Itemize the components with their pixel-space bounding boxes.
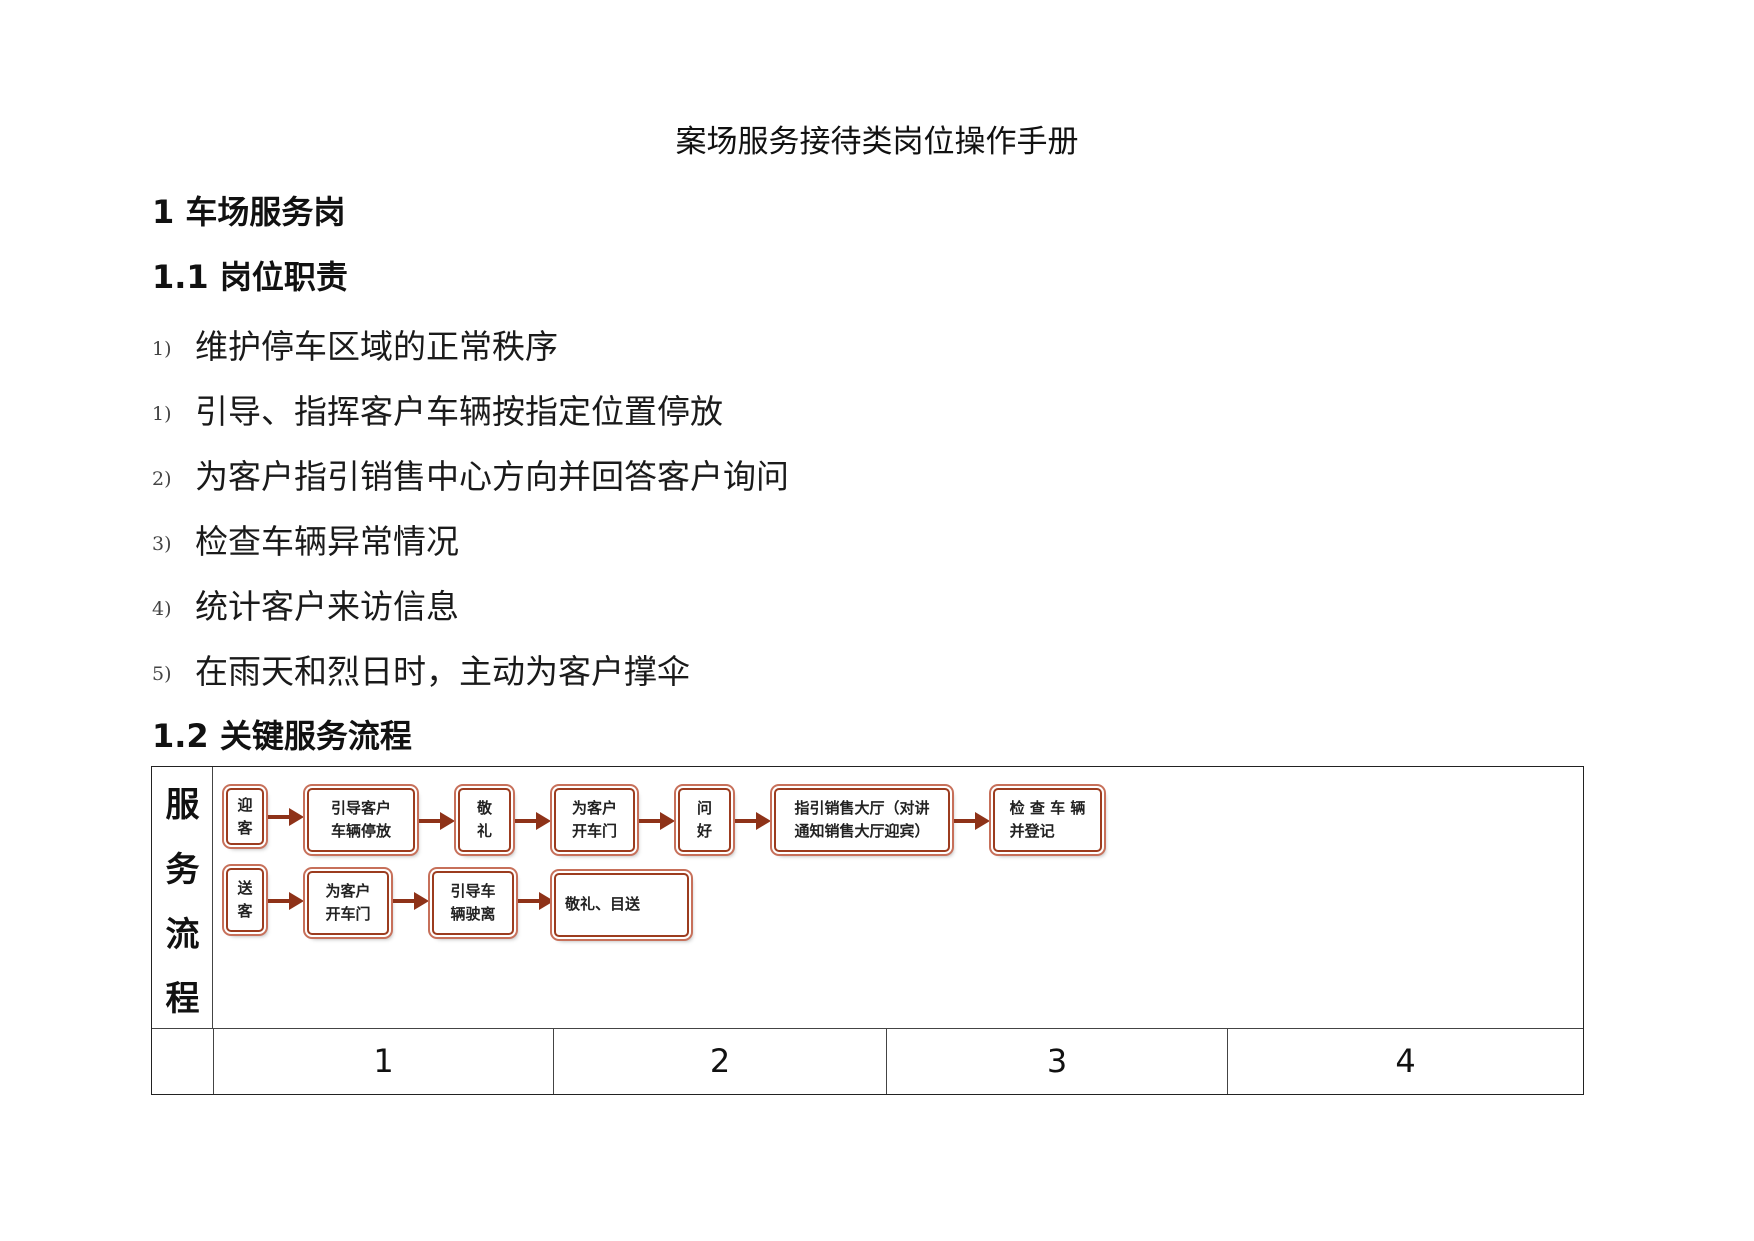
flow-step-see-off: 送 客: [226, 868, 264, 932]
flow-step-label: 迎 客: [237, 795, 253, 837]
document-title: 案场服务接待类岗位操作手册: [675, 124, 1079, 160]
flow-arrow-icon: [735, 812, 771, 830]
flow-step-open-door: 为客户 开车门: [554, 788, 635, 852]
flow-step-greet: 问 好: [678, 788, 731, 852]
flow-arrow-icon: [393, 892, 429, 910]
side-label-char: 务: [165, 850, 200, 890]
flow-arrow-icon: [268, 808, 304, 826]
flow-step-direct-to-sales-hall: 指引销售大厅（对讲 通知销售大厅迎宾）: [774, 788, 950, 852]
table-column-divider: [886, 1028, 887, 1094]
section-heading-duties: 1.1 岗位职责: [152, 258, 348, 296]
duty-item-number: 5): [152, 663, 172, 685]
table-column-divider: [213, 1028, 214, 1094]
flow-step-label: 引导车 辆驶离: [450, 882, 496, 923]
duty-item-number: 1): [152, 338, 172, 360]
flow-step-salute: 敬 礼: [458, 788, 511, 852]
duty-item-text: 检查车辆异常情况: [195, 522, 459, 561]
duty-item-text: 统计客户来访信息: [195, 587, 459, 626]
flow-step-open-door-leave: 为客户 开车门: [307, 871, 389, 935]
flow-step-label: 问 好: [696, 799, 712, 840]
flow-step-check-vehicle: 检 查 车 辆 并登记: [993, 788, 1102, 852]
flow-step-label: 检 查 车 辆 并登记: [1009, 799, 1086, 840]
duty-item-text: 在雨天和烈日时，主动为客户撑伞: [195, 652, 690, 691]
service-flow-table: 服 务 流 程 迎 客 引导客户 车辆停放 敬 礼 为客户 开车门 问 好 指引…: [151, 766, 1584, 1095]
duty-item-number: 1): [152, 403, 172, 425]
table-number-cell: 3: [1046, 1042, 1068, 1080]
flow-arrow-icon: [268, 892, 304, 910]
table-number-cell: 1: [373, 1042, 394, 1080]
section-heading-service-flow: 1.2 关键服务流程: [152, 717, 412, 755]
flow-arrow-icon: [639, 812, 675, 830]
table-column-divider: [553, 1028, 554, 1094]
flow-step-label: 为客户 开车门: [325, 882, 371, 923]
flow-step-label: 指引销售大厅（对讲 通知销售大厅迎宾）: [794, 799, 930, 840]
duty-item-text: 引导、指挥客户车辆按指定位置停放: [195, 392, 723, 431]
duty-item-number: 3): [152, 533, 172, 555]
flow-step-label: 敬 礼: [476, 799, 492, 840]
table-number-cell: 2: [709, 1042, 731, 1080]
flow-step-label: 引导客户 车辆停放: [330, 799, 391, 840]
flow-step-guide-vehicle-out: 引导车 辆驶离: [432, 871, 514, 935]
flow-arrow-icon: [954, 812, 990, 830]
flow-side-label: 服 务 流 程: [152, 767, 213, 1028]
flow-arrow-icon: [518, 892, 554, 910]
flow-step-label: 为客户 开车门: [571, 799, 617, 840]
table-number-cell: 4: [1395, 1042, 1416, 1080]
flow-step-label: 送 客: [237, 879, 253, 920]
table-column-divider: [1227, 1028, 1228, 1094]
flow-step-welcome: 迎 客: [226, 788, 264, 845]
duty-item-text: 维护停车区域的正常秩序: [195, 327, 558, 366]
duty-item-number: 2): [152, 468, 172, 490]
duty-item-text: 为客户指引销售中心方向并回答客户询问: [195, 457, 789, 496]
side-label-char: 服: [165, 785, 200, 825]
flow-arrow-icon: [515, 812, 551, 830]
side-label-char: 程: [165, 979, 200, 1019]
duty-item-number: 4): [152, 598, 172, 620]
table-row-divider: [152, 1028, 1583, 1029]
section-heading-vehicle-service: 1 车场服务岗: [152, 193, 346, 231]
flow-step-salute-watch: 敬礼、目送: [554, 873, 689, 937]
flow-step-guide-parking: 引导客户 车辆停放: [307, 788, 415, 852]
side-label-char: 流: [165, 915, 200, 955]
flow-arrow-icon: [419, 812, 455, 830]
flow-step-label: 敬礼、目送: [564, 895, 640, 913]
